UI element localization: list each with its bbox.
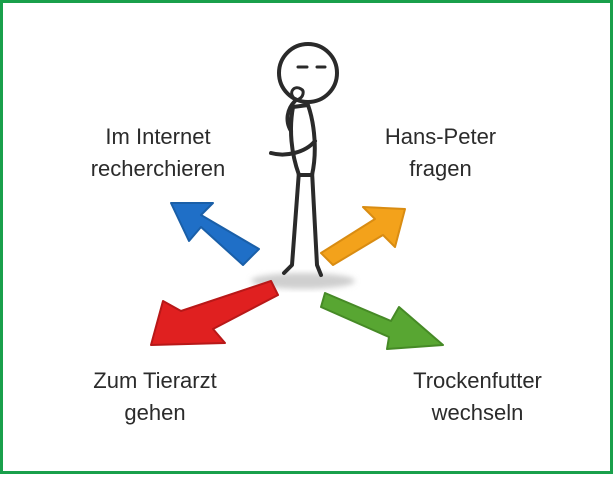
option-label-top-right: Hans-Peter fragen xyxy=(358,121,523,185)
arrow-top-right xyxy=(320,206,406,266)
option-label-top-left: Im Internet recherchieren xyxy=(63,121,253,185)
arrow-bottom-right xyxy=(320,292,444,350)
option-label-top-right-line-2: fragen xyxy=(409,156,472,181)
decision-illustration xyxy=(150,42,444,350)
option-label-bottom-left-line-2: gehen xyxy=(124,400,186,425)
arrow-bottom-left xyxy=(150,280,279,346)
option-label-bottom-left-line-1: Zum Tierarzt xyxy=(93,368,217,393)
option-label-bottom-left: Zum Tierarzt gehen xyxy=(65,365,245,429)
arrow-top-left xyxy=(170,202,260,266)
option-label-bottom-right-line-1: Trockenfutter xyxy=(413,368,542,393)
thinking-figure xyxy=(269,42,339,277)
option-label-top-left-line-2: recherchieren xyxy=(90,156,226,181)
option-label-top-right-line-1: Hans-Peter xyxy=(384,124,497,149)
floor-shadow xyxy=(251,273,355,289)
option-label-top-left-line-1: Im Internet xyxy=(105,124,211,149)
option-label-bottom-right-line-2: wechseln xyxy=(431,400,524,425)
option-label-bottom-right: Trockenfutter wechseln xyxy=(385,365,570,429)
